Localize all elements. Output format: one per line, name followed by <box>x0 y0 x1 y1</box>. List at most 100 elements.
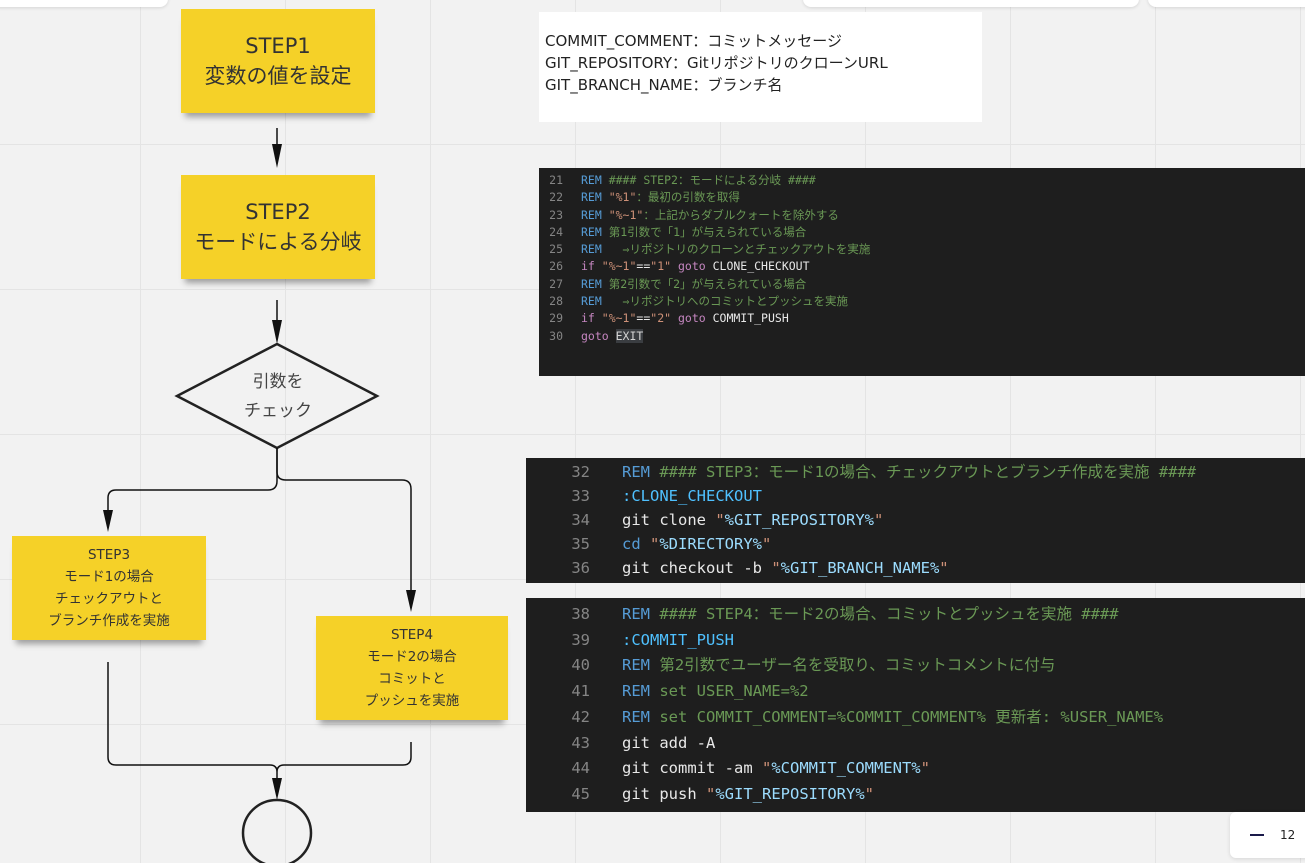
code-token: %GIT_REPOSITORY% <box>724 511 874 529</box>
code-token: " <box>873 511 884 529</box>
toolbar-panel-left[interactable] <box>0 0 168 7</box>
code-text: git push "%GIT_REPOSITORY%" <box>622 782 874 808</box>
code-text: REM #### STEP2：モードによる分岐 #### <box>581 172 816 189</box>
code-token: REM <box>581 224 609 239</box>
code-token: "%~1" <box>601 259 637 274</box>
code-text: if "%~1"=="1" goto CLONE_CHECKOUT <box>581 258 810 275</box>
code-token: REM <box>622 605 660 623</box>
code-token: REM <box>581 294 609 309</box>
code-text: REM "%1"：最初の引数を取得 <box>581 189 740 206</box>
zoom-control: 12 <box>1230 812 1305 858</box>
line-number: 42 <box>571 707 590 726</box>
code-line: 27 REM 第2引数で「2」が与えられている場合 <box>539 276 1305 293</box>
line-number: 29 <box>549 311 563 326</box>
end-circle <box>241 798 313 863</box>
code-token: "%1" <box>608 190 637 205</box>
code-token: "1" <box>650 259 672 274</box>
line-number: 34 <box>571 511 590 529</box>
code-token: if <box>581 259 602 274</box>
code-text: REM #### STEP4：モード2の場合、コミットとプッシュを実施 #### <box>622 602 1119 628</box>
code-text: git commit -am "%COMMIT_COMMENT%" <box>622 756 930 782</box>
variables-card[interactable]: COMMIT_COMMENT：コミットメッセージ GIT_REPOSITORY：… <box>539 12 982 122</box>
sticky-step4[interactable]: STEP4 モード2の場合 コミットと プッシュを実施 <box>316 616 508 720</box>
code-line: 33:CLONE_CHECKOUT <box>526 484 1305 508</box>
line-number: 24 <box>549 224 563 239</box>
code-token: git clone <box>622 511 716 529</box>
code-token: CLONE_CHECKOUT <box>712 259 810 274</box>
arrowhead-icon <box>103 510 113 532</box>
variable-line: GIT_BRANCH_NAME：ブランチ名 <box>545 76 783 94</box>
arrowhead-icon <box>272 144 282 168</box>
code-block-step4[interactable]: 38 REM #### STEP4：モード2の場合、コミットとプッシュを実施 ##… <box>526 598 1305 812</box>
branch-to-step4 <box>276 448 412 600</box>
branch-to-step3 <box>107 448 278 520</box>
code-token: set USER_NAME=%2 <box>659 682 809 701</box>
code-token: "%~1" <box>601 311 637 326</box>
code-token: cd <box>622 535 650 553</box>
step1-title: STEP1 <box>245 34 311 58</box>
arrowhead-icon <box>272 320 282 344</box>
line-number: 43 <box>571 733 590 752</box>
code-token: " <box>864 784 874 803</box>
code-token: ⇒リポジトリへのコミットとプッシュを実施 <box>608 294 848 309</box>
code-token: " <box>715 511 725 529</box>
code-token: ：最初の引数を取得 <box>636 190 740 205</box>
flowchart-connectors <box>103 128 416 863</box>
merge-lines <box>107 662 412 790</box>
code-text: :COMMIT_PUSH <box>622 628 734 654</box>
line-number: 36 <box>571 559 590 577</box>
decision-line: チェック <box>244 401 312 421</box>
minus-icon[interactable] <box>1250 834 1264 836</box>
code-text: REM 第2引数で「2」が与えられている場合 <box>581 276 806 293</box>
code-text: REM ⇒リポジトリのクローンとチェックアウトを実施 <box>581 241 870 258</box>
code-text: REM 第2引数でユーザー名を受取り、コミットコメントに付与 <box>622 653 1055 679</box>
step4-line: モード2の場合 <box>367 649 457 665</box>
toolbar-panel-right[interactable] <box>1148 0 1305 7</box>
line-number: 38 <box>571 605 590 623</box>
code-token: 第2引数でユーザー名を受取り、コミットコメントに付与 <box>659 656 1056 675</box>
decision-label: 引数を チェック <box>213 368 343 426</box>
code-text: REM "%~1"：上記からダブルクォートを除外する <box>581 207 839 224</box>
variable-line: GIT_REPOSITORY：GitリポジトリのクローンURL <box>545 54 888 72</box>
decision-line: 引数を <box>252 372 304 392</box>
arrow-step1-to-step2 <box>272 128 282 168</box>
sticky-step3[interactable]: STEP3 モード1の場合 チェックアウトと ブランチ作成を実施 <box>12 536 206 640</box>
arrowhead-icon <box>406 590 416 612</box>
code-token: goto <box>581 328 616 343</box>
step4-title: STEP4 <box>390 627 434 643</box>
code-token: "%~1" <box>608 207 644 222</box>
code-line: 22 REM "%1"：最初の引数を取得 <box>539 189 1305 206</box>
code-token: #### STEP3：モード1の場合、チェックアウトとブランチ作成を実施 ###… <box>659 463 1197 481</box>
zoom-level[interactable]: 12 <box>1280 828 1296 842</box>
code-token: REM <box>622 707 660 726</box>
code-text: REM 第1引数で「1」が与えられている場合 <box>581 224 806 241</box>
code-token: if <box>581 311 602 326</box>
step1-text: 変数の値を設定 <box>204 64 352 88</box>
code-text: git clone "%GIT_REPOSITORY%" <box>622 508 883 532</box>
code-line: 38 REM #### STEP4：モード2の場合、コミットとプッシュを実施 ##… <box>526 602 1305 628</box>
toolbar-panel-center[interactable] <box>803 0 1139 7</box>
line-number: 41 <box>571 682 590 701</box>
code-token: %GIT_REPOSITORY% <box>715 784 865 803</box>
step3-line: ブランチ作成を実施 <box>48 613 170 629</box>
line-number: 22 <box>549 190 563 205</box>
code-token: git push <box>622 784 706 803</box>
sticky-step2[interactable]: STEP2 モードによる分岐 <box>181 175 375 279</box>
arrowhead-icon <box>272 778 282 800</box>
code-token: EXIT <box>615 328 644 343</box>
code-token: " <box>761 759 772 778</box>
step4-line: コミットと <box>378 671 446 687</box>
sticky-step1[interactable]: STEP1 変数の値を設定 <box>181 9 375 113</box>
line-number: 27 <box>549 276 563 291</box>
